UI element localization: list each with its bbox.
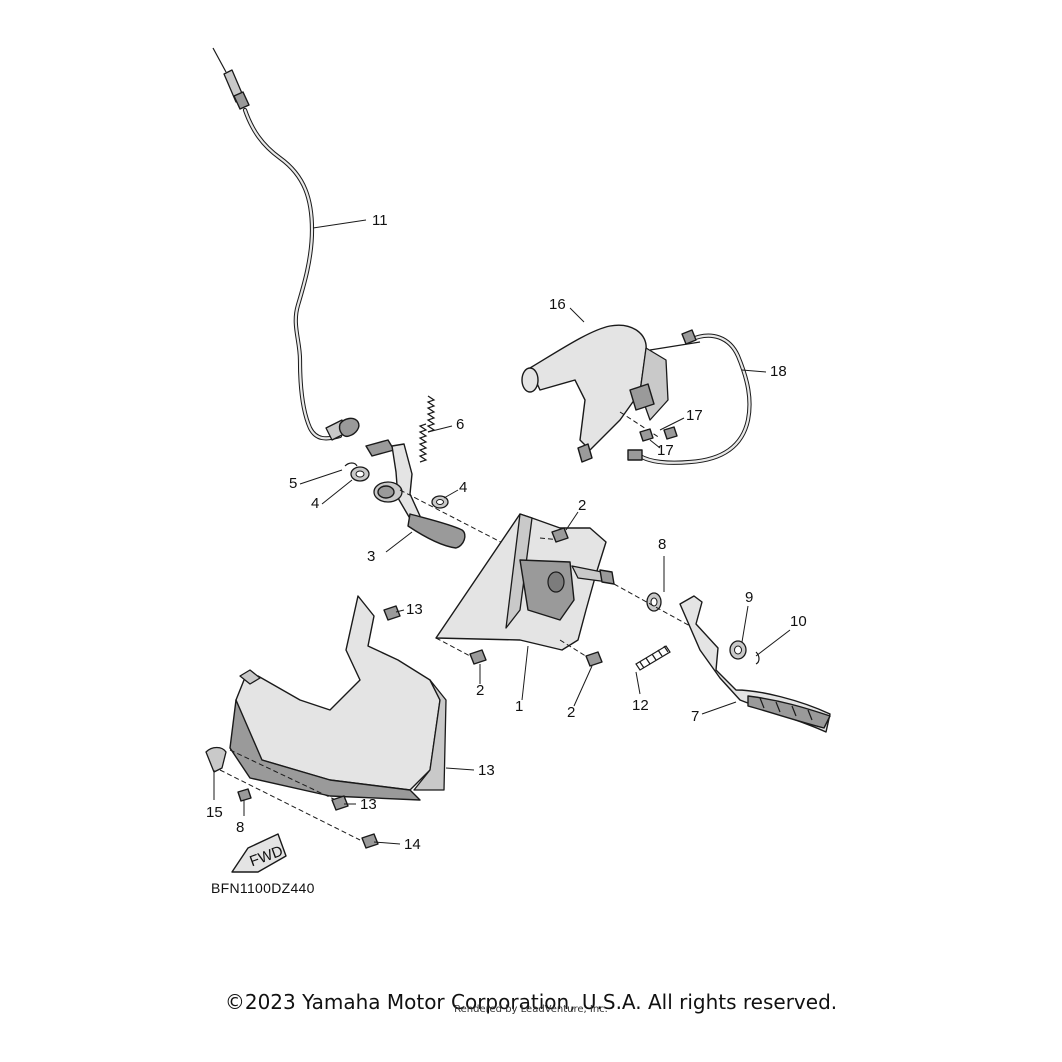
callout-2-left: 2 <box>476 682 484 699</box>
part-washers-left <box>344 462 449 509</box>
part-bolts <box>469 527 603 667</box>
callout-18: 18 <box>770 363 787 380</box>
part-spring-upper <box>418 395 436 463</box>
part-upper-bracket <box>521 324 701 463</box>
callout-3: 3 <box>367 548 375 565</box>
callout-17-upper: 17 <box>686 407 703 424</box>
diagram-code: BFN1100DZ440 <box>211 880 315 896</box>
part-washers-right <box>613 583 760 665</box>
render-credit: Rendered by LeadVenture, Inc. <box>454 1004 608 1015</box>
callout-2-bottom: 2 <box>567 704 575 721</box>
callout-8-right: 9 <box>745 589 753 606</box>
callout-10: 12 <box>632 697 649 714</box>
callout-4-left: 4 <box>311 495 319 512</box>
callout-numbers: 11 16 18 17 17 6 5 4 4 3 2 8 9 10 12 7 1… <box>206 212 807 853</box>
part-clip-screw <box>205 746 252 802</box>
part-cable <box>212 47 360 441</box>
callout-15: 8 <box>236 819 244 836</box>
callout-1: 1 <box>515 698 523 715</box>
callout-13-middle: 13 <box>360 796 377 813</box>
fwd-arrow-icon: FWD <box>231 833 287 873</box>
part-cover <box>219 595 447 841</box>
callout-4-right: 4 <box>459 479 467 496</box>
callout-leaders <box>213 219 791 845</box>
callout-9: 10 <box>790 613 807 630</box>
callout-8-left: 8 <box>658 536 666 553</box>
callout-13-bottom: 14 <box>404 836 421 853</box>
callout-12: 13 <box>478 762 495 779</box>
callout-7: 7 <box>691 708 699 725</box>
callout-14: 15 <box>206 804 223 821</box>
part-spring-lower <box>635 645 671 671</box>
callout-13-top: 13 <box>406 601 423 618</box>
copyright-notice: ©2023 Yamaha Motor Corporation, U.S.A. A… <box>224 990 838 1014</box>
part-main-bracket <box>435 513 615 661</box>
callout-5: 5 <box>289 475 297 492</box>
part-hose <box>627 329 752 465</box>
callout-6: 6 <box>456 416 464 433</box>
part-bolts-13 <box>331 605 401 849</box>
callout-16: 16 <box>549 296 566 313</box>
callout-2-top: 2 <box>578 497 586 514</box>
part-bolts-17 <box>639 426 678 442</box>
callout-11: 11 <box>372 212 388 229</box>
part-brake-pedal <box>679 595 831 733</box>
callout-17-lower: 17 <box>657 442 674 459</box>
part-lever-arm <box>365 439 521 553</box>
